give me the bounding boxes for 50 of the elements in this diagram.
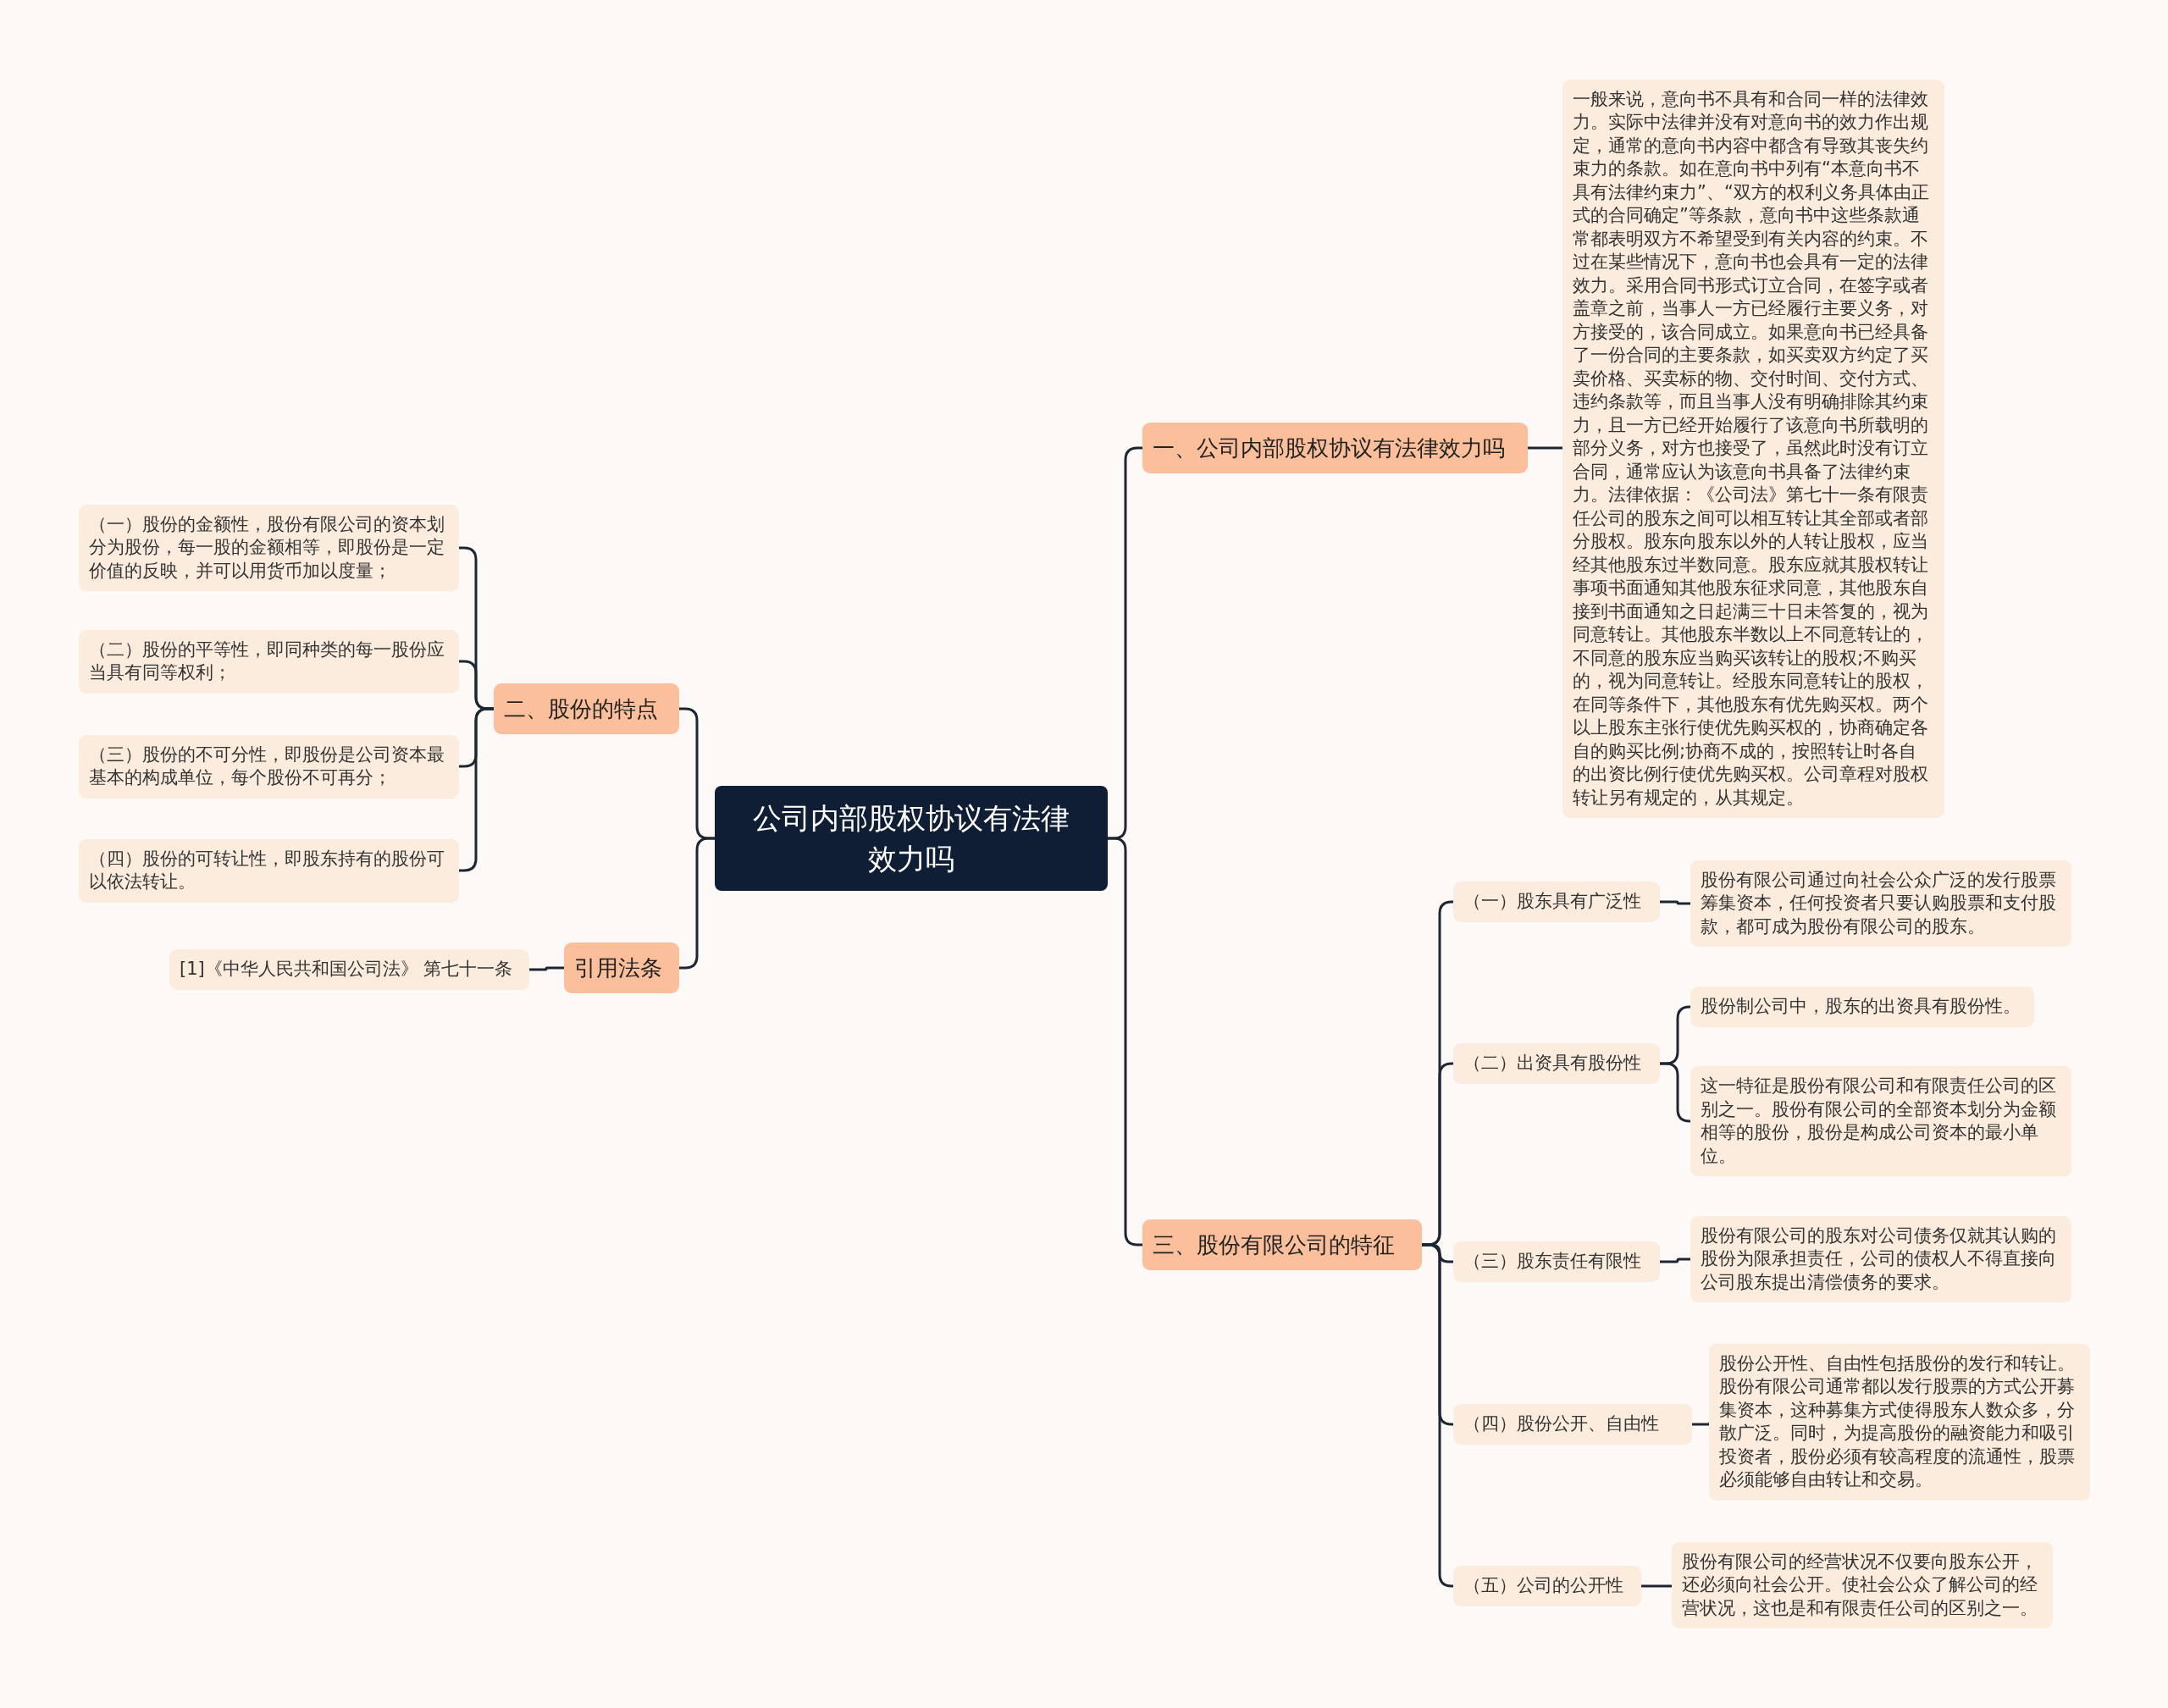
branch-topic-text: 二、股份的特点: [504, 695, 659, 723]
connector-line: [679, 837, 715, 970]
note-text: （四）股份的可转让性，即股东持有的股份可以依法转让。: [89, 847, 445, 893]
connector-line: [1660, 900, 1690, 905]
branch-topic: [494, 683, 679, 734]
note-text: 这一特征是股份有限公司和有限责任公司的区别之一。股份有限公司的全部资本划分为金额相等的股份，股份是构成公司资本的最小单位。: [1701, 1075, 2057, 1168]
note-card: [79, 734, 459, 799]
note-text: [1]《中华人民共和国公司法》 第七十一条: [180, 958, 514, 981]
connector-line: [529, 966, 564, 971]
note-card: [169, 949, 529, 990]
note-text: 股份有限公司通过向社会公众广泛的发行股票筹集资本，任何投资者只要认购股票和支付股款，都可成为股份有限公司的股东。: [1701, 868, 2057, 938]
connector-line: [1660, 1258, 1690, 1263]
note-text: （二）股份的平等性，即同种类的每一股份应当具有同等权利；: [89, 638, 445, 684]
connector-line: [1641, 1584, 1672, 1588]
note-text: （一）股份的金额性，股份有限公司的资本划分为股份，每一股的金额相等，即股份是一定价值的反映，并可以用货币加以度量；: [89, 512, 445, 583]
note-text: 股份有限公司的经营状况不仅要向股东公开，还必须向社会公开。使社会公众了解公司的经营状况，这也是和有限责任公司的区别之一。: [1682, 1550, 2038, 1620]
note-card: [1690, 987, 2034, 1027]
branch-topic-text: 三、股份有限公司的特征: [1153, 1231, 1396, 1259]
note-card: [1453, 1404, 1692, 1445]
note-card: [79, 504, 459, 592]
connector-line: [1528, 446, 1562, 450]
note-text: 股份制公司中，股东的出资具有股份性。: [1701, 995, 2021, 1019]
note-card: [1453, 1043, 1660, 1084]
note-card: [1453, 882, 1660, 922]
branch-topic: [1142, 423, 1528, 473]
branch-topic-text: 引用法条: [574, 954, 663, 982]
branch-topic: [1142, 1219, 1422, 1270]
note-card: [1453, 1241, 1660, 1282]
note-text: （二）出资具有股份性: [1463, 1052, 1642, 1075]
central-topic: [715, 786, 1108, 891]
note-card: [1453, 1566, 1641, 1606]
branch-topic: [564, 942, 679, 993]
note-card: [79, 838, 459, 903]
note-card: [79, 629, 459, 694]
note-text: （三）股东责任有限性: [1463, 1250, 1642, 1274]
note-card: [1690, 1215, 2071, 1303]
note-text: （四）股份公开、自由性: [1463, 1412, 1660, 1436]
note-card: [1709, 1343, 2090, 1501]
note-text: （一）股东具有广泛性: [1463, 890, 1642, 914]
note-text: 一般来说，意向书不具有和合同一样的法律效力。实际中法律并没有对意向书的效力作出规定，通常的意向书内容中都含有导致其丧失约束力的条款。如在意向书中列有“本意向书不具有法律约束力”、“双方的权利义务具体由正式的合同确定”等条款，意向书中这些条款通常都表明双方不希望受到有关内容的约束。不过在某些情况下，意向书也会具有一定的法律效力。采用合同书形式订立合同，在签字或者盖章之前，当事人一方已经履行主要义务，对方接受的，该合同成立。如果意向书已经具备了一份合同的主要条款，如买卖双方约定了买卖价格、买卖标的物、交付时间、交付方式、违约条款等，而且当事人没有明确排除其约束力，且一方已经开始履行了该意向书所载明的部分义务，对方也接受了，虽然此时没有订立合同，通常应认为该意向书具备了法律约束力。法律依据：《公司法》第七十一条有限责任公司的股东之间可以相互转让其全部或者部分股权。股东向股东以外的人转让股权，应当经其他股东过半数同意。股东应就其股权转让事项书面通知其他股东征求同意，其他股东自接到书面通知之日起满三十日未答复的，视为同意转让。其他股东半数以上不同意转让的，不同意的股东应当购买该转让的股权;不购买的，视为同意转让。经股东同意转让的股权，在同等条件下，其他股东有优先购买权。两个以上股东主张行使优先购买权的，协商确定各自的购买比例;协商不成的，按照转让时各自的出资比例行使优先购买权。公司章程对股权转让另有规定的，从其规定。: [1573, 87, 1930, 810]
note-card: [1690, 860, 2071, 948]
note-card: [1672, 1541, 2053, 1629]
note-text: 股份有限公司的股东对公司债务仅就其认购的股份为限承担责任，公司的债权人不得直接向公司股东提出清偿债务的要求。: [1701, 1224, 2057, 1294]
note-card: [1690, 1066, 2071, 1176]
note-text: （三）股份的不可分性，即股份是公司资本最基本的构成单位，每个股份不可再分；: [89, 743, 445, 789]
central-topic-text: 公司内部股权协议有法律效力吗: [753, 800, 1070, 877]
note-text: （五）公司的公开性: [1463, 1574, 1624, 1598]
note-text: 股份公开性、自由性包括股份的发行和转让。股份有限公司通常都以发行股票的方式公开募集资本，这种募集方式使得股东人数众多，分散广泛。同时，为提高股份的融资能力和吸引投资者，股份必须有较高程度的流通性，股票必须能够自由转让和交易。: [1719, 1351, 2076, 1491]
branch-topic-text: 一、公司内部股权协议有法律效力吗: [1153, 434, 1506, 462]
connector-line: [1660, 1062, 1691, 1123]
